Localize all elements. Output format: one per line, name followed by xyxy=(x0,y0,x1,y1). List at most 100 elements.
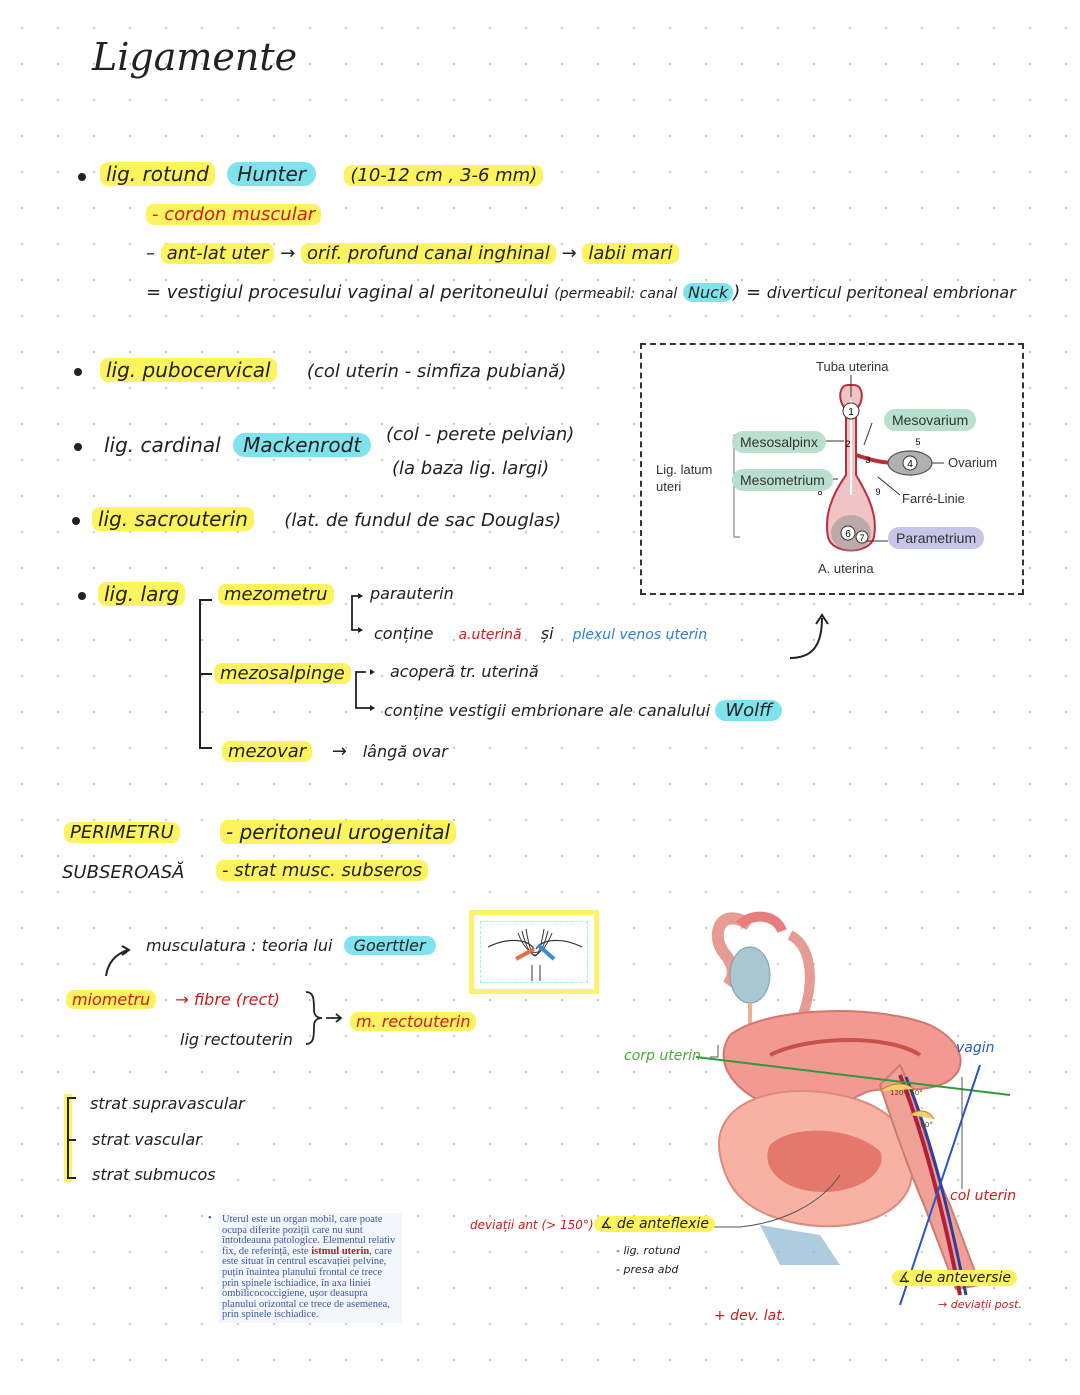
label-tuba: Tuba uterina xyxy=(816,359,889,374)
angle2-label: 100° xyxy=(916,1121,933,1129)
musculatura-text: musculatura : teoria lui xyxy=(146,936,333,955)
rotund-line: lig. rotund Hunter (10-12 cm , 3-6 mm) xyxy=(100,162,544,186)
label-flex-a: - lig. rotund xyxy=(616,1244,681,1257)
label-anteflexie: ∡ de anteflexie xyxy=(594,1216,715,1232)
angle1-label: 120-150° xyxy=(890,1089,923,1097)
subseroasa-val: - strat musc. subseros xyxy=(216,860,428,881)
miometru-brace xyxy=(305,991,343,1045)
perimetru-label-wrap: PERIMETRU xyxy=(64,822,180,843)
rotund-line2-b: orif. profund canal inghinal xyxy=(301,243,556,264)
label-mesometrium: Mesometrium xyxy=(732,469,833,491)
muscle-fibers-thumbnail xyxy=(469,910,599,994)
info-bold: istmul uterin xyxy=(311,1245,370,1257)
mezosalpinge-label: mezosalpinge xyxy=(214,663,351,684)
rotund-line2-a: ant-lat uter xyxy=(160,243,275,264)
pubocervical-line: lig. pubocervical (col uterin - simfiza … xyxy=(100,358,566,382)
larg-label: lig. larg xyxy=(98,582,186,606)
rotund-line3: = vestigiul procesului vaginal al perito… xyxy=(146,282,1016,303)
num-4: 4 xyxy=(907,459,913,470)
num-1: 1 xyxy=(848,407,854,418)
mezosalpinge-bracket xyxy=(355,669,375,711)
anteversie-wrap: ∡ de anteversie xyxy=(892,1270,1017,1286)
larg-bracket xyxy=(199,599,212,749)
label-flex-b: - presa abd xyxy=(616,1263,679,1276)
rotund-eponym: Hunter xyxy=(227,162,316,186)
larg-label-wrap: lig. larg xyxy=(98,582,186,606)
num-6: 6 xyxy=(845,529,851,540)
rotund-line2-c: labii mari xyxy=(582,243,679,264)
mezosalpinge-wrap: mezosalpinge xyxy=(214,663,351,684)
mezovar-a: lângă ovar xyxy=(362,742,448,761)
subseroasa-label: SUBSEROASĂ xyxy=(62,862,185,883)
num-3: 3 xyxy=(865,455,870,465)
perimetru-val: - peritoneul urogenital xyxy=(220,820,457,844)
miometru-result: m. rectouterin xyxy=(350,1012,477,1031)
label-parametrium: Parametrium xyxy=(888,527,985,549)
cardinal-detail2: (la baza lig. largi) xyxy=(392,458,550,479)
mezosalpinge-b-eponym: Wolff xyxy=(715,700,783,721)
num-5: 5 xyxy=(915,437,920,447)
uterus-section-drawing: 1 2 3 4 5 6 7 8 9 xyxy=(733,375,944,552)
rotund-line2: – ant-lat uter → orif. profund canal ing… xyxy=(146,243,679,264)
rotund-line1-text: - cordon muscular xyxy=(146,204,322,225)
sacrouterin-line: lig. sacrouterin (lat. de fundul de sac … xyxy=(92,507,561,531)
pubocervical-label: lig. pubocervical xyxy=(100,358,277,382)
stratum-3: strat submucos xyxy=(92,1165,216,1184)
rotund-line3-b: (permeabil: canal xyxy=(554,286,678,302)
mezosalpinge-b-line: conține vestigii embrionare ale canalulu… xyxy=(384,700,783,721)
muscle-fibers-sketch xyxy=(487,928,583,981)
info-post: , care este situat în centrul escavației… xyxy=(222,1245,392,1321)
rotund-line3-e: diverticul peritoneal embrionar xyxy=(766,283,1016,302)
label-mesosalpinx: Mesosalpinx xyxy=(732,431,826,453)
bullet xyxy=(74,368,82,376)
mezometru-b: conține xyxy=(374,624,434,643)
label-devieri-post: → deviații post. xyxy=(938,1298,1022,1311)
page-title: Ligamente xyxy=(92,35,298,79)
sacrouterin-detail: (lat. de fundul de sac Douglas) xyxy=(284,510,562,531)
bullet xyxy=(72,517,80,525)
label-devieri-ant: deviații ant (> 150°) ← xyxy=(470,1218,608,1232)
mezovar-label: mezovar xyxy=(222,741,313,762)
rotund-line3-a: = vestigiul procesului vaginal al perito… xyxy=(146,282,549,303)
mezometru-bracket xyxy=(351,593,363,633)
label-mesovarium: Mesovarium xyxy=(884,409,977,431)
mezosalpinge-a: acoperă tr. uterină xyxy=(390,662,539,681)
subseroasa-val-wrap: - strat musc. subseros xyxy=(216,860,428,881)
miometru-wrap: miometru → fibre (rect) xyxy=(66,990,280,1009)
up-arrow-icon xyxy=(105,945,131,977)
num-9: 9 xyxy=(875,487,880,497)
uterus-sagittal-figure: 120-150° 100° xyxy=(600,905,1040,1315)
cardinal-detail1: (col - perete pelvian) xyxy=(386,424,575,445)
sacrouterin-label: lig. sacrouterin xyxy=(92,507,254,531)
bullet xyxy=(74,443,82,451)
label-dev-lat: + dev. lat. xyxy=(714,1308,787,1324)
cardinal-label: lig. cardinal xyxy=(104,433,221,457)
label-vagin: vagin xyxy=(956,1040,995,1056)
miometru-label: miometru xyxy=(66,990,157,1009)
label-farre: Farré-Linie xyxy=(902,491,965,506)
mezometru-b-line: conține a.uterină și plexul venos uterin xyxy=(374,624,707,643)
stratum-1: strat supravascular xyxy=(90,1094,245,1113)
anteflexie-wrap: ∡ de anteflexie xyxy=(594,1216,715,1232)
miometru-fibre: → fibre (rect) xyxy=(175,990,280,1009)
label-col-uterin: col uterin xyxy=(950,1188,1017,1204)
label-a-uterina: A. uterina xyxy=(818,561,874,576)
mezosalpinge-b: conține vestigii embrionare ale canalulu… xyxy=(384,701,711,720)
curved-arrow-icon xyxy=(789,613,829,659)
musculatura-line: musculatura : teoria lui Goerttler xyxy=(146,936,436,955)
mezometru-label: mezometru xyxy=(218,584,334,605)
broad-ligament-diagram: 1 2 3 4 5 6 7 8 9 Tuba uterina Mesovariu… xyxy=(640,343,1024,595)
num-7: 7 xyxy=(859,533,864,543)
label-ovarium: Ovarium xyxy=(948,455,998,470)
mezometru-b-si: și xyxy=(540,624,554,643)
pubocervical-detail: (col uterin - simfiza pubiană) xyxy=(306,361,567,382)
mezometru-a: parauterin xyxy=(370,584,454,603)
cardinal-line: lig. cardinal Mackenrodt xyxy=(104,433,372,457)
perimetru-label: PERIMETRU xyxy=(64,822,180,843)
mezovar-line: mezovar → lângă ovar xyxy=(222,741,448,762)
num-8: 8 xyxy=(817,487,822,497)
miometru-lig: lig rectouterin xyxy=(180,1030,293,1049)
rotund-line3-c: Nuck xyxy=(683,283,734,302)
perimetru-val-wrap: - peritoneul urogenital xyxy=(220,820,457,844)
label-anteversie: ∡ de anteversie xyxy=(892,1270,1017,1286)
